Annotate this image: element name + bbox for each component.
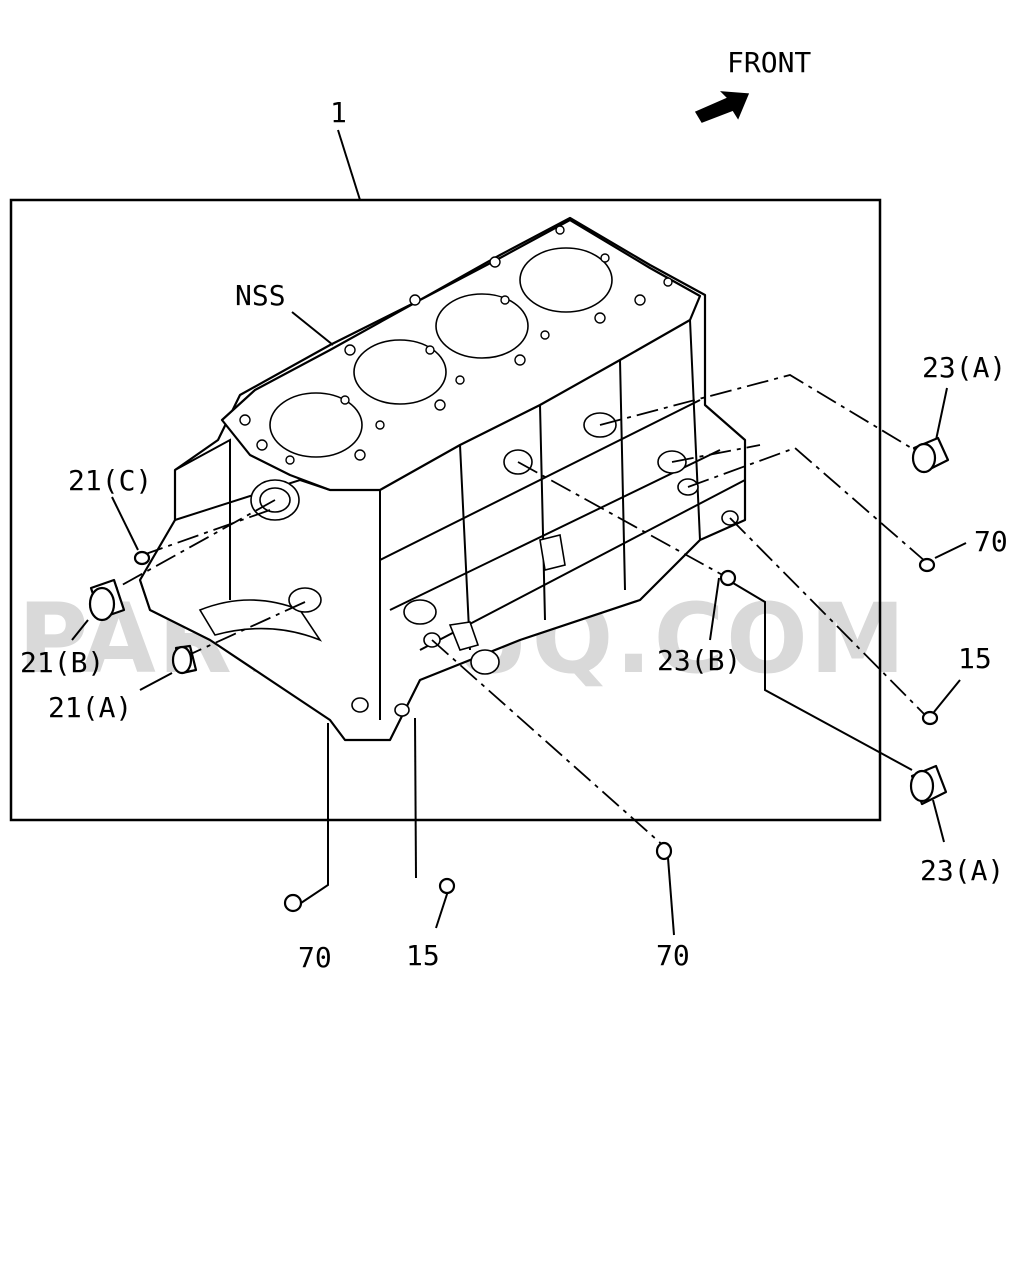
callout-assembly: 1 <box>330 96 347 129</box>
assembly-frame <box>9 198 882 822</box>
callout-21b: 21(B) <box>20 646 104 679</box>
cylinder-bore-2 <box>353 339 447 405</box>
cap-21a <box>171 644 198 675</box>
plug-23b <box>719 569 737 587</box>
cylinder-bore-3 <box>435 293 529 359</box>
cylinder-bore-1 <box>269 392 363 458</box>
plug-70-right <box>918 557 936 573</box>
cap-23a-top <box>911 436 950 474</box>
plug-15-bottom <box>438 877 456 895</box>
plug-70-mid <box>655 841 673 861</box>
callout-23a-bottom: 23(A) <box>920 854 1004 887</box>
center-lines <box>94 374 929 849</box>
front-label: FRONT <box>727 46 811 79</box>
callout-nss: NSS <box>235 279 286 312</box>
callout-70-bottom-left: 70 <box>298 941 332 974</box>
front-arrow-icon <box>694 91 750 123</box>
cap-21b <box>88 578 126 622</box>
leader-lines <box>71 129 967 936</box>
plug-15-right <box>921 710 939 726</box>
callout-23b: 23(B) <box>657 644 741 677</box>
cylinder-block <box>138 216 747 742</box>
front-direction-indicator: FRONT <box>694 46 811 123</box>
plug-70-left <box>283 893 303 913</box>
callout-21c: 21(C) <box>68 464 152 497</box>
callout-labels: 1 NSS 21(C) 21(B) 21(A) 23(A) 70 23(B) 1… <box>20 96 1008 974</box>
callout-15-right: 15 <box>958 642 992 675</box>
cylinder-bore-4 <box>519 247 613 313</box>
loose-parts <box>88 436 950 913</box>
callout-15-bottom: 15 <box>406 939 440 972</box>
callout-70-right: 70 <box>974 525 1008 558</box>
callout-23a-top: 23(A) <box>922 351 1006 384</box>
callout-70-bottom-mid: 70 <box>656 939 690 972</box>
cap-23a-bottom <box>909 764 948 806</box>
plug-21c <box>133 550 151 566</box>
callout-21a: 21(A) <box>48 691 132 724</box>
